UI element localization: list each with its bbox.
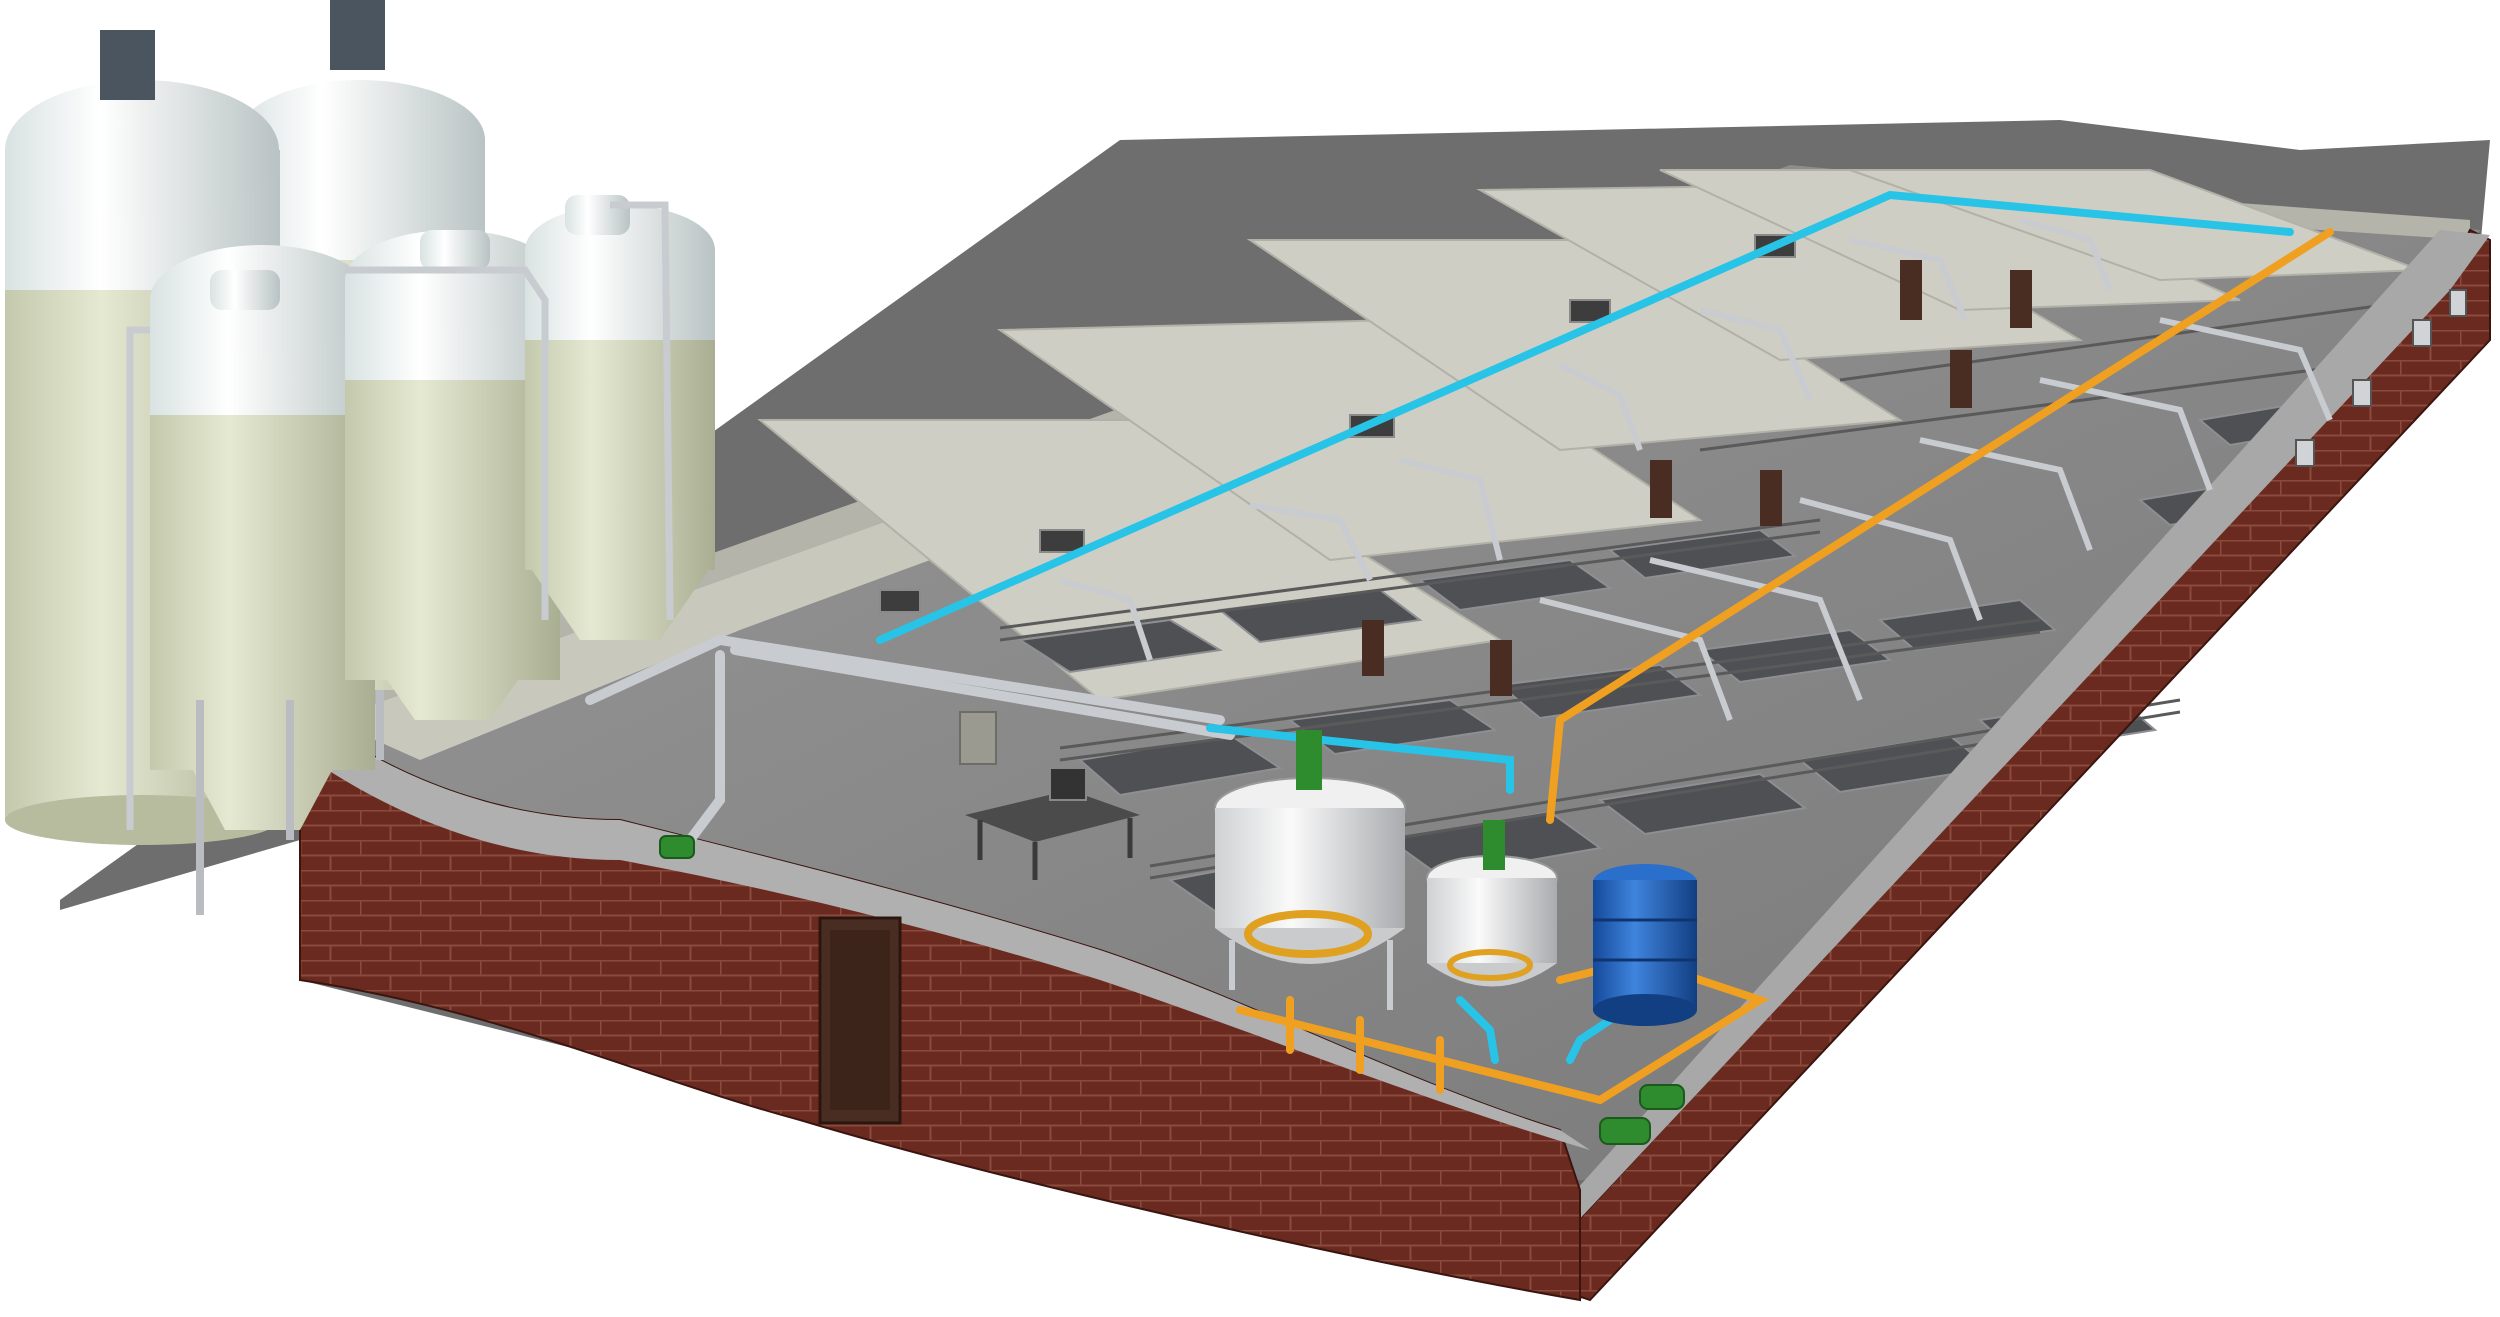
silo-icon	[150, 245, 375, 830]
door-icon	[1900, 260, 1922, 320]
mixing-tank-small	[1426, 820, 1558, 987]
steel-ducts	[585, 634, 1235, 845]
mixing-tank-icon	[1244, 910, 1372, 958]
motor-icon	[330, 0, 385, 70]
window-icon	[2295, 439, 2315, 467]
pump-icon	[659, 835, 695, 859]
pump-icon	[1639, 1084, 1685, 1110]
motor-icon	[1296, 730, 1322, 790]
water-tank-icon	[1593, 994, 1697, 1026]
pumps	[659, 835, 1685, 1145]
control-desk	[959, 711, 1140, 880]
window-icon	[1569, 299, 1611, 323]
entry-door	[818, 916, 902, 1125]
silo-feed-pipes	[126, 201, 674, 830]
window-icon	[2352, 379, 2372, 407]
motor-icon	[100, 30, 155, 100]
window-icon	[2412, 319, 2432, 347]
right-wall-windows	[2295, 289, 2467, 467]
window-icon	[1039, 529, 1085, 553]
feed-pipe-network	[1236, 228, 2334, 1105]
window-icon	[2449, 289, 2467, 317]
silo-icon	[525, 195, 715, 640]
door-icon	[830, 930, 890, 1110]
partition-doors	[1362, 260, 2032, 696]
window-icon	[879, 589, 921, 613]
motor-icon	[1483, 820, 1505, 870]
silo-group	[5, 0, 715, 915]
front-wall-top	[300, 720, 1590, 1150]
silo-legs	[196, 690, 384, 915]
mixing-tank-large	[1214, 730, 1406, 1010]
mixing-tank-icon	[1447, 949, 1533, 981]
pump-icon	[1599, 1117, 1651, 1145]
door-icon	[1490, 640, 1512, 696]
door-icon	[2010, 270, 2032, 328]
door-icon	[1650, 460, 1672, 518]
door-icon	[1950, 350, 1972, 408]
door-icon	[1760, 470, 1782, 526]
silo-icon	[345, 230, 560, 720]
right-wall-top	[1540, 230, 2490, 1240]
computer-icon	[1049, 767, 1087, 801]
door-icon	[1362, 620, 1384, 676]
control-panel-icon	[959, 711, 997, 765]
water-tank	[1593, 864, 1697, 1026]
